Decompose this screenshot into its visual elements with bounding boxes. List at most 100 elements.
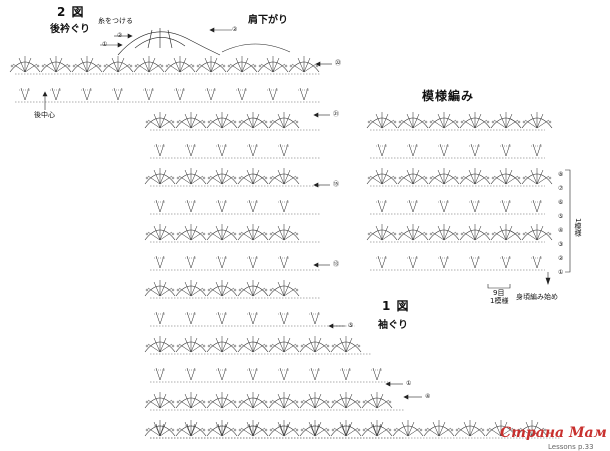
- v-stitch: [184, 311, 198, 325]
- fig2-row-15: ⑮: [333, 181, 340, 188]
- v-stitch: [215, 367, 229, 381]
- v-stitch: [80, 87, 94, 101]
- shell-stitch: [206, 335, 238, 353]
- shell-stitch: [257, 55, 289, 73]
- watermark-logo: Страна Мам: [500, 425, 607, 441]
- shell-stitch: [268, 335, 300, 353]
- shell-stitch: [330, 391, 362, 409]
- shell-stitch: [237, 223, 269, 241]
- shell-stitch: [175, 223, 207, 241]
- shell-stitch: [299, 419, 331, 437]
- shell-stitch: [144, 391, 176, 409]
- shell-stitch: [206, 167, 238, 185]
- shell-stitch: [299, 391, 331, 409]
- fig1-row-1: ①: [406, 380, 412, 387]
- v-stitch: [184, 255, 198, 269]
- v-stitch: [246, 199, 260, 213]
- v-stitch: [406, 199, 420, 213]
- shell-stitch: [175, 335, 207, 353]
- shell-stitch: [490, 167, 522, 185]
- v-stitch: [235, 87, 249, 101]
- v-stitch: [437, 255, 451, 269]
- shell-stitch: [71, 55, 103, 73]
- shell-stitch: [9, 55, 41, 73]
- back-center-label: 後中心: [34, 111, 55, 119]
- v-stitch: [530, 255, 544, 269]
- fig2-row-21: ㉑: [333, 111, 340, 118]
- v-stitch: [215, 311, 229, 325]
- shell-stitch: [206, 391, 238, 409]
- shell-stitch: [330, 419, 362, 437]
- v-stitch: [406, 143, 420, 157]
- v-stitch: [153, 143, 167, 157]
- fig2-row-2: ②: [117, 32, 123, 39]
- v-stitch: [49, 87, 63, 101]
- v-stitch: [530, 199, 544, 213]
- shell-stitch: [268, 111, 300, 129]
- fig1-subtitle: 袖ぐり: [378, 320, 408, 331]
- shell-stitch: [144, 223, 176, 241]
- shell-stitch: [175, 279, 207, 297]
- shell-stitch: [397, 223, 429, 241]
- shell-stitch: [195, 55, 227, 73]
- pattern-row-label: ①: [558, 269, 564, 276]
- shell-stitch: [397, 111, 429, 129]
- shell-stitch: [40, 55, 72, 73]
- v-stitch: [184, 367, 198, 381]
- shell-stitch: [175, 111, 207, 129]
- shell-stitch: [206, 223, 238, 241]
- v-stitch: [246, 143, 260, 157]
- v-stitch: [173, 87, 187, 101]
- v-stitch: [375, 199, 389, 213]
- v-stitch: [184, 199, 198, 213]
- shell-stitch: [459, 167, 491, 185]
- v-stitch: [184, 143, 198, 157]
- shell-stitch: [206, 419, 238, 437]
- v-stitch: [277, 255, 291, 269]
- shell-stitch: [237, 167, 269, 185]
- v-stitch: [468, 143, 482, 157]
- v-stitch: [215, 199, 229, 213]
- v-stitch: [277, 367, 291, 381]
- shell-stitch: [226, 55, 258, 73]
- shell-stitch: [428, 167, 460, 185]
- pattern-brackets: [487, 169, 571, 289]
- shell-stitch: [164, 55, 196, 73]
- pattern-row-label: ⑧: [558, 171, 564, 178]
- shell-stitch: [102, 55, 134, 73]
- v-stitch: [266, 87, 280, 101]
- v-stitch: [246, 311, 260, 325]
- shell-stitch: [428, 223, 460, 241]
- neckline-shaping: [117, 28, 291, 56]
- v-stitch: [499, 199, 513, 213]
- shell-stitch: [490, 223, 522, 241]
- shell-stitch: [366, 111, 398, 129]
- v-stitch: [215, 255, 229, 269]
- v-stitch: [308, 367, 322, 381]
- shell-stitch: [175, 419, 207, 437]
- shell-stitch: [237, 335, 269, 353]
- shell-stitch: [361, 391, 393, 409]
- v-stitch: [499, 143, 513, 157]
- shell-stitch: [454, 419, 486, 437]
- shell-stitch: [521, 167, 553, 185]
- shell-stitch: [268, 167, 300, 185]
- shell-stitch: [268, 419, 300, 437]
- repeat-label: 1模様: [574, 218, 582, 237]
- v-stitch: [375, 255, 389, 269]
- shell-stitch: [366, 167, 398, 185]
- pattern-title: 模様編み: [422, 89, 475, 103]
- shell-stitch: [237, 111, 269, 129]
- shell-stitch: [397, 167, 429, 185]
- pattern-row-label: ②: [558, 255, 564, 262]
- shell-stitch: [268, 223, 300, 241]
- pattern-start-label: 身頃編み始め: [516, 293, 558, 301]
- v-stitch: [153, 199, 167, 213]
- shell-stitch: [206, 279, 238, 297]
- shell-stitch: [459, 111, 491, 129]
- fig2-stitch-chart: [9, 55, 560, 439]
- shell-stitch: [361, 419, 393, 437]
- shell-stitch: [366, 223, 398, 241]
- fig1-title: 1 図: [382, 299, 410, 313]
- v-stitch: [437, 143, 451, 157]
